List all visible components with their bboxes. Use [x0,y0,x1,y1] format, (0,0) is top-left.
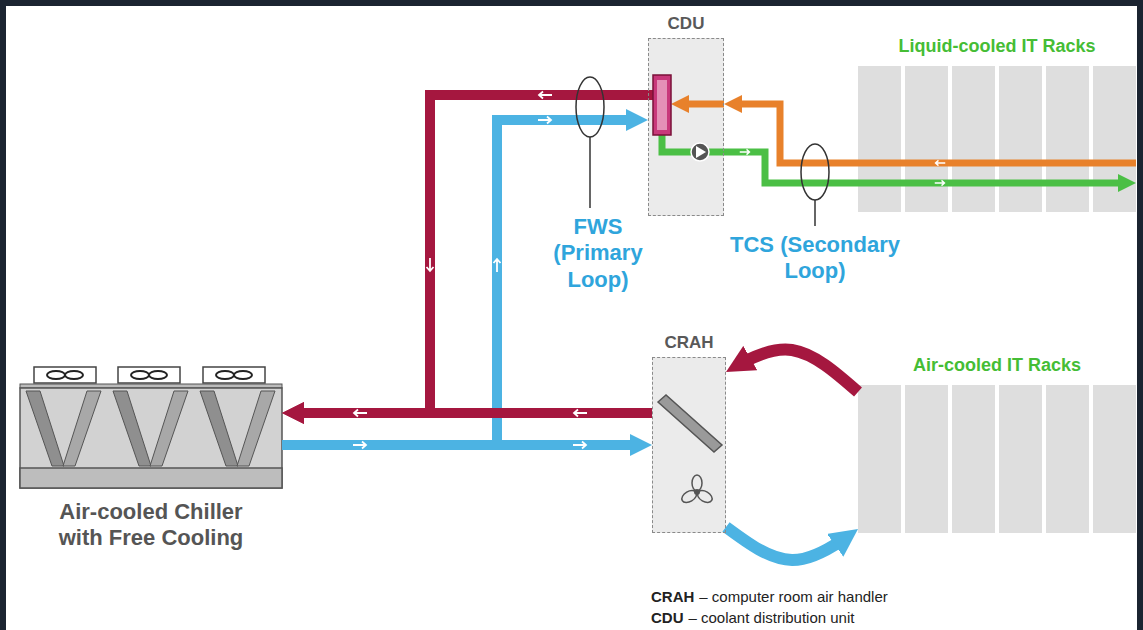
crah-fill [652,357,726,533]
pump-symbol [691,143,709,161]
cold-airflow-arrow [726,527,858,560]
flow-indicator [354,410,367,417]
coil-panel [237,391,275,466]
rack-panel [1046,385,1089,533]
cdu-box: CDU [648,38,724,216]
secondary-return-stub [686,101,724,108]
hot-airflow-arrow [726,349,858,392]
chiller-base [20,468,282,488]
flow-indicator [494,259,501,272]
flow-indicator [740,149,750,154]
rack-panel [858,385,901,533]
loop-callout-ring [576,77,604,137]
fan-symbol [216,371,234,379]
heat-exchanger-core [657,80,667,130]
fan-blade [695,488,714,505]
loop-callout: TCS (Secondary Loop) [717,232,913,285]
flow-indicator [573,442,586,449]
rack-group: Air-cooled IT Racks [858,385,1136,533]
unit-caption: Air-cooled Chiller with Free Cooling [41,499,261,551]
rack-panel [999,66,1042,212]
loop-callout-ring [801,144,829,200]
flow-indicator [935,180,945,185]
coil-panel [150,391,188,466]
chiller-body [20,388,282,488]
fan-symbol [131,371,149,379]
fan-housing [34,367,96,383]
rack-heading: Liquid-cooled IT Racks [858,36,1136,58]
fan-symbol [149,371,167,379]
stub-arrowhead [671,95,689,113]
flow-indicator [936,160,946,165]
rack-panel [952,385,995,533]
page-ground [6,6,1137,630]
glossary-term: CDU [651,609,684,627]
rack-panel [905,66,948,212]
cdu-fill [648,38,724,216]
fan-housing [118,367,180,383]
rack-panel [1046,66,1089,212]
rack-group: Liquid-cooled IT Racks [858,66,1136,212]
glossary-text: – computer room air handler [699,588,887,606]
secondary-supply-pipe [724,152,1136,183]
flow-indicator [427,258,434,271]
crah-box: CRAH [652,357,726,533]
unit-heading: CRAH [653,333,725,353]
unit-heading: CDU [649,14,723,34]
fan-blade [680,488,699,505]
coil-panel [200,391,238,466]
rack-panel [858,66,901,212]
rack-panel [905,385,948,533]
fan-blade [692,475,702,491]
flow-indicator [353,442,366,449]
fan-symbol [65,371,83,379]
coil-panel [113,391,151,466]
chiller-unit: Air-cooled Chiller with Free Cooling [20,365,282,489]
heat-exchanger [653,75,671,135]
loop-callout: FWS (Primary Loop) [548,214,648,293]
flow-indicator [574,410,587,417]
return-pipe [282,95,648,413]
cooling-coil [658,395,722,452]
flow-indicator [539,92,552,99]
flow-indicator [538,117,551,124]
fan-symbol [234,371,252,379]
rack-heading: Air-cooled IT Racks [858,355,1136,377]
secondary-return-pipe [724,104,1136,163]
pump-symbol [696,146,706,158]
rack-panel [1093,385,1136,533]
leader-line [814,200,816,226]
fan-housing [203,367,265,383]
rack-panel [999,385,1042,533]
glossary-text: – coolant distribution unit [689,609,855,627]
rack-panel [1093,66,1136,212]
leader-line [589,137,591,208]
coil-panel [26,391,64,466]
coil-panel [63,391,101,466]
supply-pipe [282,120,648,445]
fan-symbol [47,371,65,379]
rack-panel [952,66,995,212]
glossary-term: CRAH [651,588,694,606]
